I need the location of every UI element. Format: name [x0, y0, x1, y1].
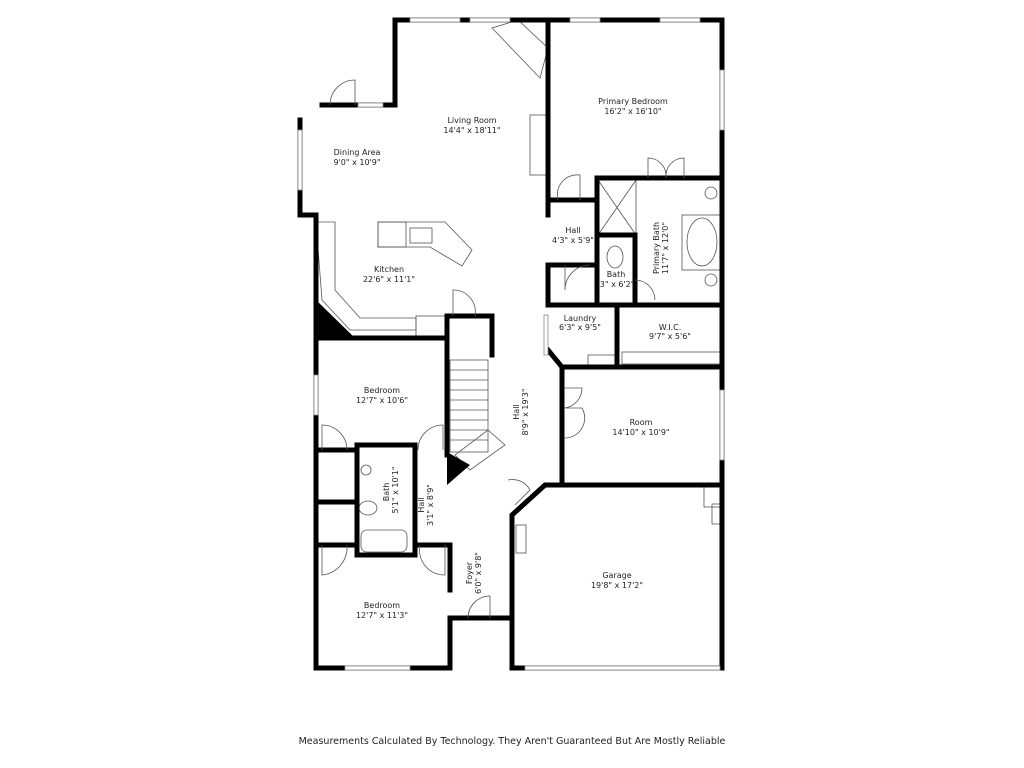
disclaimer-text: Measurements Calculated By Technology. T…	[298, 736, 726, 747]
hall-small-name: Hall	[417, 497, 426, 512]
primary-bedroom-size: 16'2" x 16'10"	[604, 107, 661, 116]
garage-name: Garage	[602, 571, 631, 580]
laundry-name: Laundry	[564, 314, 597, 323]
bedroom-1-size: 12'7" x 10'6"	[356, 396, 408, 405]
garage-size: 19'8" x 17'2"	[591, 581, 643, 590]
bath-hall-size: 5'1" x 10'1"	[391, 466, 400, 513]
primary-bath-name: Primary Bath	[652, 222, 661, 274]
bedroom-1-name: Bedroom	[364, 386, 400, 395]
bedroom-2-size: 12'7" x 11'3"	[356, 611, 408, 620]
wic-name: W.I.C.	[659, 323, 682, 332]
laundry-size: 6'3" x 9'5"	[559, 323, 601, 332]
foyer-name: Foyer	[465, 561, 474, 584]
hall-main-name: Hall	[512, 404, 521, 419]
dining-area-name: Dining Area	[334, 148, 381, 157]
hall-small-size: 3'1" x 8'9"	[426, 484, 435, 526]
hall-upper-name: Hall	[565, 226, 580, 235]
living-room-size: 14'4" x 18'11"	[443, 126, 500, 135]
wic-size: 9'7" x 5'6"	[649, 332, 691, 341]
room-name: Room	[630, 418, 653, 427]
hall-upper-size: 4'3" x 5'9"	[552, 236, 594, 245]
room-labels: Living Room 14'4" x 18'11" Dining Area 9…	[333, 97, 690, 620]
windows[interactable]	[297, 17, 725, 671]
room-size: 14'10" x 10'9"	[612, 428, 669, 437]
kitchen-size: 22'6" x 11'1"	[363, 275, 415, 284]
primary-bath-size: 11'7" x 12'0"	[661, 222, 670, 274]
walls	[297, 17, 725, 671]
doors[interactable]	[321, 79, 685, 619]
foyer-size: 6'0" x 9'8"	[474, 552, 483, 594]
dining-area-size: 9'0" x 10'9"	[333, 158, 380, 167]
bedroom-2-name: Bedroom	[364, 601, 400, 610]
bath-small-size: '3" x 6'2"	[598, 280, 635, 289]
living-room-name: Living Room	[447, 116, 496, 125]
primary-bedroom-name: Primary Bedroom	[598, 97, 668, 106]
bath-hall-name: Bath	[382, 483, 391, 502]
hall-main-size: 8'9" x 19'3"	[521, 388, 530, 435]
kitchen-name: Kitchen	[374, 265, 404, 274]
bath-small-name: Bath	[607, 270, 626, 279]
